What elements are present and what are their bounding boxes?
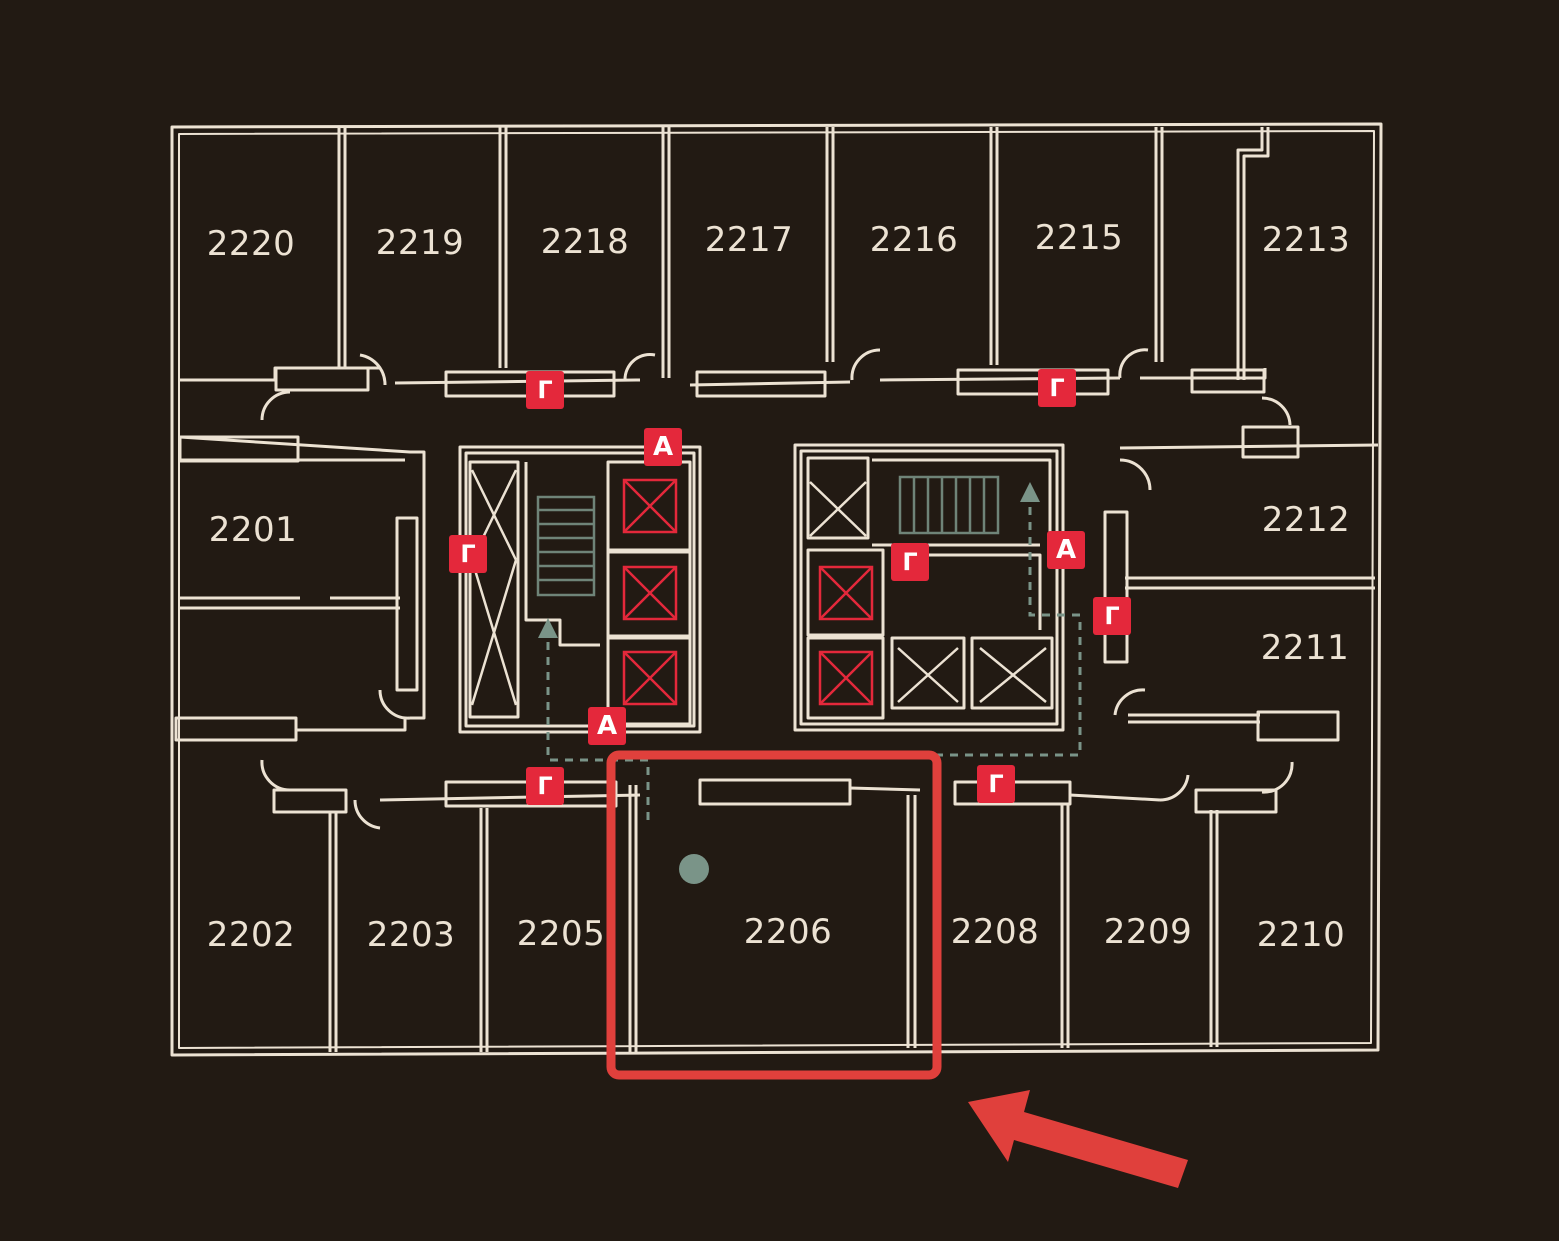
room-label: 2212 — [1261, 500, 1351, 540]
room-label: 2201 — [208, 510, 298, 550]
room-label: 2218 — [540, 222, 630, 262]
highlighted-room-label: 2206 — [743, 912, 833, 952]
stair-sign-icon: Γ — [1093, 597, 1131, 635]
room-label: 2219 — [375, 223, 465, 263]
arrow-up-icon — [538, 482, 1040, 638]
room-label: 2215 — [1034, 218, 1124, 258]
evacuation-route — [546, 500, 1082, 820]
room-label: 2202 — [206, 915, 296, 955]
room-label: 2216 — [869, 220, 959, 260]
room-label: 2217 — [704, 220, 794, 260]
stair-sign-icon: Γ — [1038, 369, 1076, 407]
building-outline — [170, 122, 1383, 1057]
room-label: 2210 — [1256, 915, 1346, 955]
room-label: 2209 — [1103, 912, 1193, 952]
room-label: 2211 — [1260, 628, 1350, 668]
highlight-box — [606, 750, 942, 1080]
room-label: 2203 — [366, 915, 456, 955]
room-label: 2205 — [516, 914, 606, 954]
stair-sign-icon: Γ — [526, 767, 564, 805]
you-are-here-dot — [679, 854, 709, 884]
pointer-arrow-icon — [968, 1090, 1188, 1188]
area-of-refuge-sign: A — [1047, 531, 1085, 569]
room-label: 2220 — [206, 224, 296, 264]
stair-sign-icon: Γ — [526, 371, 564, 409]
room-label: 2213 — [1261, 220, 1351, 260]
room-label: 2208 — [950, 912, 1040, 952]
stairs-icon — [536, 475, 1000, 597]
area-of-refuge-sign: A — [644, 428, 682, 466]
stair-sign-icon: Γ — [449, 535, 487, 573]
stair-sign-icon: Γ — [891, 543, 929, 581]
area-of-refuge-sign: A — [588, 707, 626, 745]
stair-sign-icon: Γ — [977, 765, 1015, 803]
